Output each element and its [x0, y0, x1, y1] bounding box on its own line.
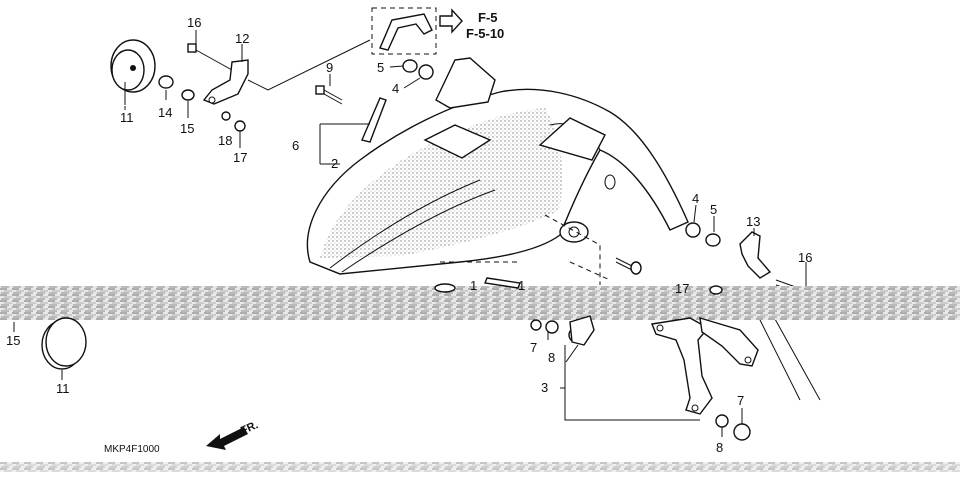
- callout-11-lower: 11: [56, 381, 70, 396]
- callout-5-right: 5: [710, 202, 717, 217]
- callout-9: 9: [326, 60, 333, 75]
- fender-strip: [361, 97, 387, 143]
- callout-15-lower: 15: [6, 333, 20, 348]
- callout-1-b: 1: [518, 278, 525, 293]
- front-direction-arrow: [206, 427, 248, 450]
- fr-label: FR.: [239, 419, 260, 437]
- callout-14: 14: [158, 105, 172, 120]
- callout-16-right: 16: [798, 250, 812, 265]
- callout-8: 8: [548, 350, 555, 365]
- partial-part-1: [434, 283, 456, 293]
- callout-3: 3: [541, 380, 548, 395]
- callout-2: 2: [331, 156, 338, 171]
- lower-washers: [530, 315, 595, 346]
- bolt-center: [615, 257, 642, 275]
- ref-f5-10: F-5-10: [466, 26, 504, 41]
- left-upper-parts: [110, 39, 371, 132]
- grommet-4-right: [685, 222, 701, 238]
- dashed-guides: [440, 214, 611, 285]
- scan-noise-band: [0, 286, 960, 320]
- callout-4-right: 4: [692, 191, 699, 206]
- grommet-4-upper: [418, 64, 434, 80]
- washer-5-upper: [402, 59, 418, 73]
- callout-4: 4: [392, 81, 399, 96]
- ref-bracket: [379, 13, 433, 51]
- ref-box: [371, 7, 437, 55]
- leader-lines: [124, 30, 821, 437]
- callout-13: 13: [746, 214, 760, 229]
- callout-6: 6: [292, 138, 299, 153]
- callout-18: 18: [218, 133, 232, 148]
- callout-16: 16: [187, 15, 201, 30]
- partial-strip-1: [484, 277, 521, 289]
- partial-part-17: [709, 285, 723, 295]
- lower-cap-11: [41, 317, 87, 380]
- washer-8-lower: [715, 414, 729, 428]
- callout-7-lower: 7: [737, 393, 744, 408]
- callout-7: 7: [530, 340, 537, 355]
- scan-noise-band-bottom: [0, 462, 960, 472]
- washer-5-right: [705, 233, 721, 247]
- bracket-13: [739, 231, 772, 279]
- callout-11: 11: [120, 110, 134, 125]
- fender-stay: [651, 317, 759, 415]
- ref-f5: F-5: [478, 10, 498, 25]
- bolt-9: [315, 85, 343, 105]
- callout-8-lower: 8: [716, 440, 723, 455]
- callout-1: 1: [470, 278, 477, 293]
- grommet-7-lower: [733, 423, 751, 441]
- ref-arrow: [439, 8, 463, 34]
- callout-12: 12: [235, 31, 249, 46]
- diagram-code: MKP4F1000: [104, 444, 160, 455]
- front-fender: [306, 57, 689, 275]
- callout-17-right: 17: [675, 281, 689, 296]
- callout-labels: 16 12 11 14 15 18 17 9 5 4 6 2 4 5 13 16…: [6, 15, 812, 455]
- callout-17: 17: [233, 150, 247, 165]
- callout-15: 15: [180, 121, 194, 136]
- callout-5: 5: [377, 60, 384, 75]
